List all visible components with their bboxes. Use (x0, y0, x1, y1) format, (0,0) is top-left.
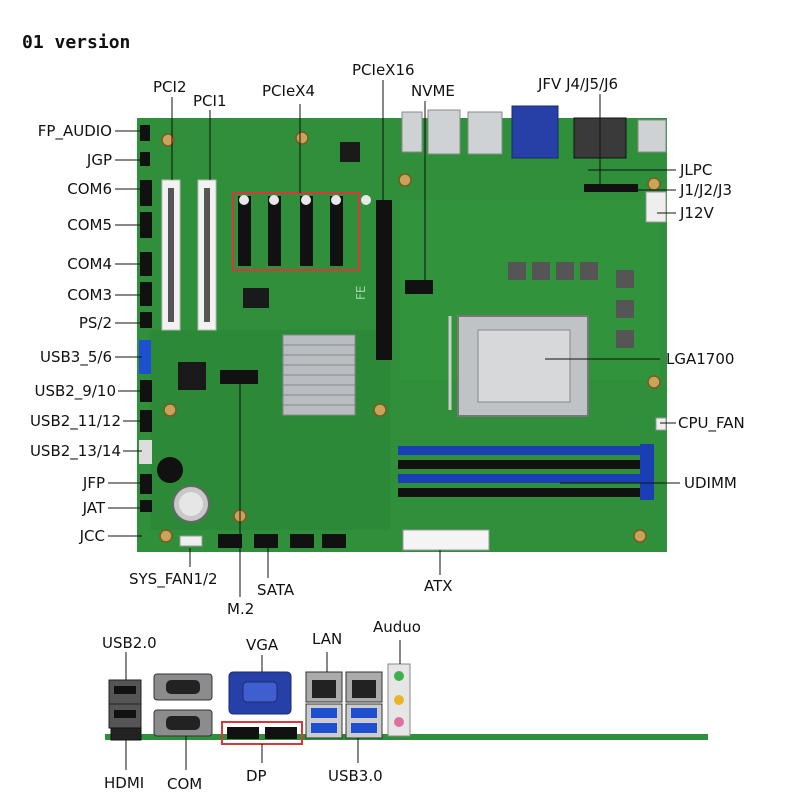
cpu-fan-header (655, 417, 667, 431)
vrm-chokes (508, 262, 634, 348)
j12v-connector (645, 191, 667, 223)
label-sata: SATA (257, 581, 295, 599)
label-pci1: PCI1 (193, 92, 227, 110)
leader-lines (108, 80, 680, 597)
label-dp: DP (246, 767, 267, 785)
label-m2: M.2 (227, 600, 255, 618)
sys-fan-header (179, 535, 203, 547)
io-leader-lines (125, 640, 401, 770)
label-jcc: JCC (79, 527, 105, 545)
label-usb20: USB2.0 (102, 634, 157, 652)
label-hdmi: HDMI (104, 774, 145, 792)
label-vga: VGA (246, 636, 279, 654)
com-ports (153, 673, 213, 737)
label-jgp: JGP (86, 151, 112, 169)
label-cpu-fan: CPU_FAN (678, 414, 745, 432)
pciex4-slots (238, 195, 371, 266)
nvme-slot (405, 280, 433, 294)
version-heading: 01 version (22, 32, 131, 53)
label-lga1700: LGA1700 (666, 350, 735, 368)
sata-ports (218, 534, 346, 548)
pciex4-callout-box (232, 192, 360, 271)
hdmi-port (110, 727, 142, 741)
label-pci2: PCI2 (153, 78, 187, 96)
label-sys-fan: SYS_FAN1/2 (129, 570, 218, 588)
label-com: COM (167, 775, 203, 793)
lan-usb3-stack-1 (305, 671, 343, 739)
udimm-slots (398, 444, 654, 500)
label-com6: COM6 (67, 180, 112, 198)
label-usb2-1314: USB2_13/14 (29, 442, 121, 460)
label-nvme: NVME (411, 82, 455, 100)
label-pciex16: PCIeX16 (352, 61, 415, 79)
usb20-ports (108, 679, 142, 729)
vga-port (228, 671, 292, 715)
label-pciex4: PCIeX4 (262, 82, 315, 100)
label-ps2: PS/2 (78, 314, 112, 332)
label-jfv: JFV J4/J5/J6 (538, 75, 619, 93)
label-usb2-910: USB2_9/10 (34, 382, 116, 400)
label-atx: ATX (424, 577, 453, 595)
label-jlpc: JLPC (680, 161, 713, 179)
label-j123: J1/J2/J3 (680, 181, 733, 199)
atx-connector (402, 529, 490, 551)
motherboard: FE (137, 105, 667, 552)
chipset-heatsink (282, 334, 356, 416)
board-marking: FE (354, 286, 368, 300)
bios-chip (243, 288, 269, 308)
lga1700-socket (448, 315, 589, 417)
dp-ports (221, 721, 303, 745)
label-com4: COM4 (67, 255, 112, 273)
label-com5: COM5 (67, 216, 112, 234)
mount-holes (159, 131, 661, 543)
label-jat: JAT (82, 499, 105, 517)
label-audio: Auduo (373, 618, 421, 636)
label-usb3-56: USB3_5/6 (40, 348, 112, 366)
audio-jacks (387, 663, 411, 737)
label-usb2-1112: USB2_11/12 (29, 412, 121, 430)
top-rear-io (401, 105, 667, 159)
lan-usb3-stack-2 (345, 671, 383, 739)
io-chip (178, 362, 206, 390)
label-fp-audio: FP_AUDIO (37, 122, 112, 140)
label-lan: LAN (312, 630, 343, 648)
label-com3: COM3 (67, 286, 112, 304)
pciex16-slot (376, 200, 392, 360)
label-j12v: J12V (680, 204, 714, 222)
label-udimm: UDIMM (684, 474, 737, 492)
jlpc-header (584, 184, 638, 192)
buzzer (157, 457, 183, 483)
left-headers (139, 125, 152, 512)
label-usb30: USB3.0 (328, 767, 383, 785)
label-jfp: JFP (82, 474, 105, 492)
rear-io-panel (105, 663, 708, 745)
m2-slot (220, 370, 258, 384)
